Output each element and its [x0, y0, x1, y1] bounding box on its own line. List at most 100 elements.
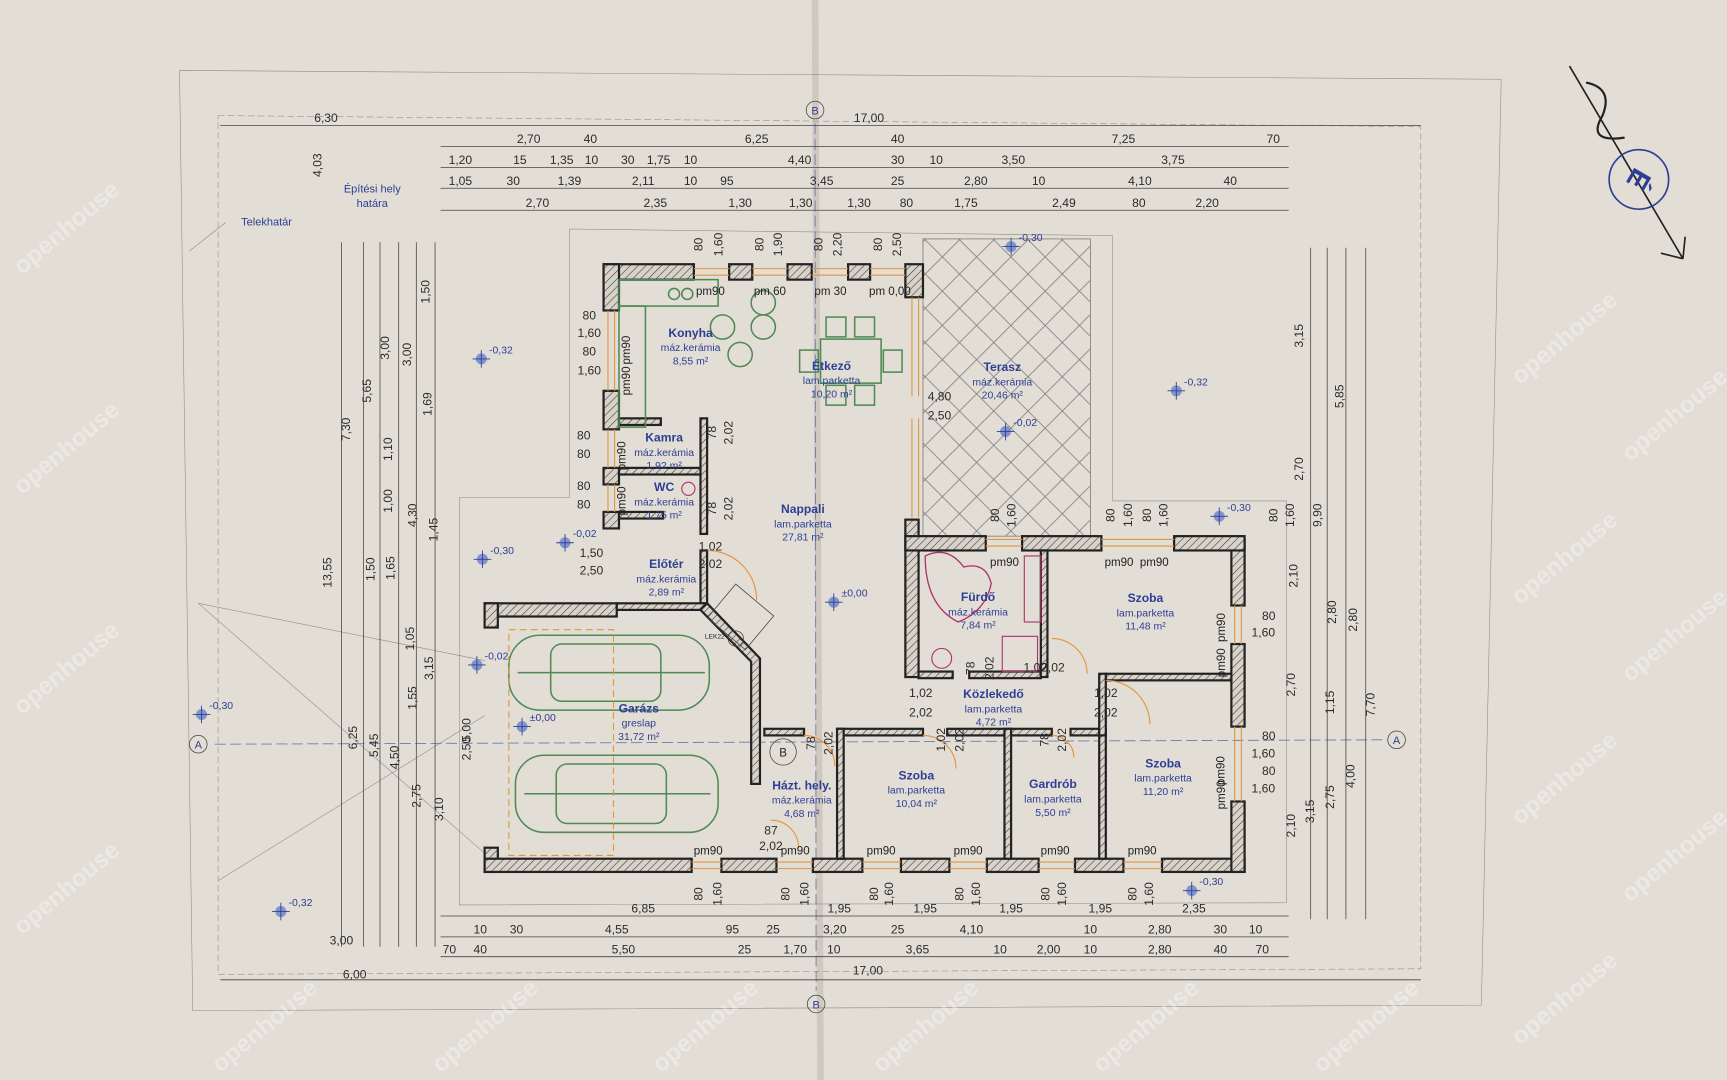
dimension-value: 2,70: [517, 132, 541, 146]
toilet-icon: [931, 647, 953, 669]
wall: [483, 602, 499, 629]
room-area: 27,81 m²: [782, 533, 824, 544]
car-icon: [514, 754, 719, 834]
dimension-value: 4,10: [960, 923, 984, 937]
dimension-value: 2,10: [1284, 814, 1298, 838]
room-floor: lam.parketta: [965, 704, 1023, 715]
wall: [835, 727, 925, 737]
wall: [1003, 727, 1013, 860]
dimension-value: 1,00: [381, 489, 395, 513]
building-envelope: [217, 115, 1422, 975]
axis-line-b: [814, 123, 817, 991]
dimension-value: 1,95: [999, 902, 1023, 916]
dimension-value: 2,20: [1195, 196, 1219, 210]
room-area: 4,72 m²: [976, 718, 1012, 729]
dimension-value: 1,35: [550, 153, 574, 167]
opening-dimension: 80: [752, 237, 766, 251]
elevation-value: -0,30: [1199, 877, 1223, 888]
dimension-value: 10: [993, 942, 1007, 956]
door-dimension: 2,02: [699, 557, 723, 571]
door-swing: [770, 819, 800, 848]
window-label: pm 0,00: [869, 286, 911, 298]
room-floor: máz.kerámia: [634, 497, 694, 508]
opening-dimension: 1,60: [797, 882, 811, 906]
watermark: openhouse: [9, 396, 125, 500]
room-area: 8,55 m²: [673, 356, 709, 367]
dimension-value: 2,80: [1325, 600, 1339, 624]
dimension-value: 1,69: [421, 392, 435, 416]
dimension-value: 80: [577, 447, 591, 461]
wall: [917, 670, 954, 680]
wall: [835, 727, 845, 860]
watermark: openhouse: [868, 974, 984, 1078]
wall: [483, 857, 693, 874]
elevation-value: -0,30: [1019, 233, 1043, 244]
room-floor: lam.parketta: [774, 519, 832, 530]
opening-dimension: 80: [1039, 887, 1053, 901]
door-dimension: 2,02: [1055, 728, 1069, 752]
dimension-value: 80: [1262, 764, 1276, 778]
wall: [786, 263, 813, 281]
dimension-value: 1,05: [449, 174, 473, 188]
watermark: openhouse: [1506, 286, 1622, 390]
room-name: Előtér: [649, 557, 684, 571]
dimension-value: 40: [1214, 942, 1228, 956]
window-label: pm 60: [754, 286, 786, 298]
elevation-value: ±0,00: [530, 713, 556, 724]
dimension-value: 30: [507, 174, 521, 188]
opening-dimension: 80: [779, 887, 793, 901]
door-dimension: 2,02: [909, 706, 933, 720]
wall: [1098, 672, 1107, 737]
dimension-value: 1,95: [827, 902, 851, 916]
dimension-value: 70: [443, 942, 457, 956]
room-name: Nappali: [781, 502, 825, 516]
room-area: 1,92 m²: [646, 461, 682, 472]
window-label: pm90: [617, 441, 629, 470]
opening-dimension: 1,60: [882, 882, 896, 906]
chimney-label: LEK22: [705, 634, 725, 641]
dimension-value: 1,60: [1252, 782, 1276, 796]
watermark: openhouse: [1308, 974, 1424, 1078]
watermark: openhouse: [1506, 947, 1622, 1051]
building-line-label: Építési hely: [344, 183, 401, 196]
wall: [1073, 857, 1125, 874]
window-label: pm90: [781, 845, 810, 857]
opening-dimension: 80: [1104, 508, 1118, 522]
opening-dimension: 80: [1267, 508, 1281, 522]
room-name: Fürdő: [961, 590, 995, 604]
dimension-value: 10: [1084, 942, 1098, 956]
dimension-value: 17,00: [854, 111, 885, 125]
watermark: openhouse: [647, 974, 763, 1078]
wall: [1172, 535, 1246, 552]
wall: [904, 535, 987, 552]
door-swing: [804, 734, 836, 767]
dimension-value: 10: [684, 153, 698, 167]
door-swing: [707, 549, 758, 601]
wall: [602, 389, 621, 431]
room-floor: máz.kerámia: [772, 796, 832, 807]
opening-dimension: 1,60: [1142, 882, 1156, 906]
door-dimension: 2,02: [953, 728, 967, 752]
wall: [1230, 800, 1246, 874]
dimension-value: 15: [513, 153, 527, 167]
opening-dimension: 1,90: [771, 232, 785, 256]
dimension-value: 30: [1214, 923, 1228, 937]
dimension-value: 4,00: [1344, 764, 1358, 788]
dimension-value: 2,11: [632, 174, 655, 188]
watermark: openhouse: [9, 837, 125, 941]
room-floor: lam.parketta: [1117, 609, 1175, 620]
room-name: Garázs: [619, 701, 660, 715]
door-dimension: 87: [764, 823, 778, 837]
chimney-icon: [706, 583, 775, 651]
watermark: openhouse: [1617, 583, 1727, 687]
room-name: WC: [654, 480, 674, 494]
wall: [1230, 642, 1246, 728]
watermark: openhouse: [1506, 506, 1622, 610]
dimension-value: 80: [1262, 729, 1276, 743]
dimension-value: 3,00: [400, 342, 414, 366]
dimension-value: 5,65: [360, 379, 374, 403]
dimension-value: 4,03: [311, 153, 325, 177]
dimension-value: 3,10: [432, 797, 446, 821]
window-label: pm90: [621, 366, 633, 395]
